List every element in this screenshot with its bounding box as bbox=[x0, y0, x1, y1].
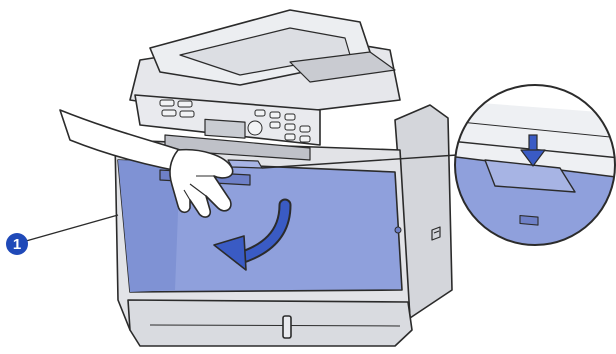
lcd-display bbox=[205, 119, 245, 138]
callout-leader-line bbox=[26, 215, 118, 241]
zoom-detail bbox=[440, 85, 616, 260]
callout-number: 1 bbox=[13, 236, 21, 253]
cover-release-button bbox=[228, 160, 262, 168]
tray-handle bbox=[283, 316, 291, 338]
front-cover bbox=[118, 160, 402, 292]
callout-badge-1: 1 bbox=[6, 233, 28, 255]
paper-tray bbox=[128, 300, 412, 346]
